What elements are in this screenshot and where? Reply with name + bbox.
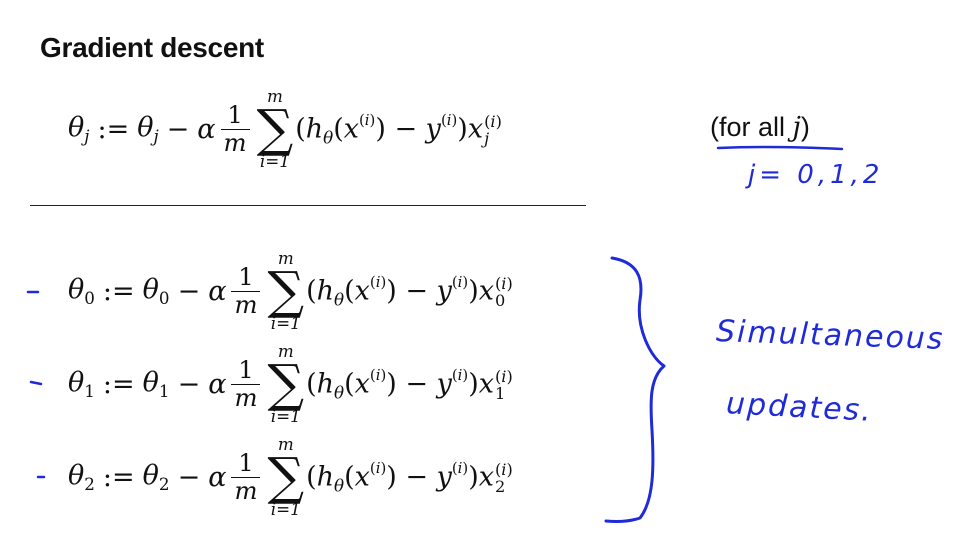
simultaneous-annotation: Simultaneous [715, 314, 946, 357]
slide-title: Gradient descent [40, 32, 264, 63]
alpha-symbol: α [197, 113, 216, 145]
divider-line [30, 205, 586, 206]
minus-op: − [166, 113, 190, 145]
hypothesis-term: (hθ(x(i)) − y(i))x(i)j [295, 110, 502, 148]
assign-op: := [97, 113, 130, 145]
main-update-equation: θj := θj − α 1 m m ∑ i=1 (hθ(x(i)) − y(i… [68, 88, 502, 170]
for-all-j-label: (for all j) [710, 112, 810, 143]
j-values-annotation: j= 0,1,2 [748, 160, 884, 190]
fraction: 1 m [220, 101, 250, 156]
updates-annotation: updates. [725, 386, 874, 429]
curly-brace [604, 256, 666, 524]
underline-stroke [716, 145, 844, 151]
theta-j-rhs: θj [137, 112, 159, 147]
summation: m ∑ i=1 [256, 86, 294, 172]
dash-mark-1 [29, 380, 43, 386]
theta-j-lhs: θj [68, 112, 90, 147]
